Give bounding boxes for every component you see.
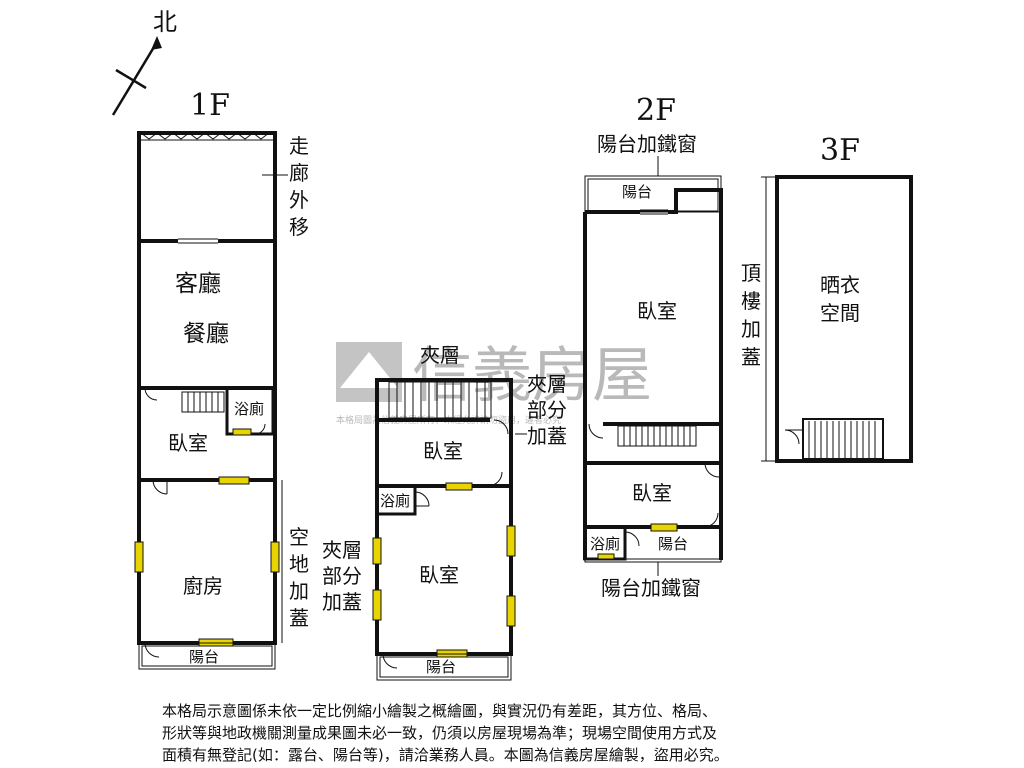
- window-mezz-mid: [445, 482, 473, 491]
- note-mezz-right-3: 加蓋: [527, 424, 567, 448]
- note-mezz-left-2: 部分: [322, 564, 362, 588]
- watermark-brand: 信義房屋: [412, 341, 652, 411]
- stairs-1f: [181, 391, 225, 413]
- floor-2f: 2F 陽台加鐵窗 陽台 臥室: [583, 93, 723, 600]
- window-1f-bath: [232, 428, 252, 436]
- room-bath-2f: 浴廁: [590, 535, 620, 553]
- note-3f-2: 樓: [741, 289, 761, 313]
- north-label: 北: [153, 8, 177, 36]
- watermark: 信義房屋 本格局圖為信義房屋所有，未經允許請勿盜用，違者必究: [336, 341, 652, 426]
- room-balcony-mezz: 陽台: [426, 658, 456, 676]
- window-mezz-left-2: [372, 589, 382, 621]
- note-3f-4: 蓋: [741, 345, 761, 369]
- room-bath-mezz: 浴廁: [380, 492, 410, 510]
- north-compass: 北: [111, 8, 177, 116]
- floor-1f: 1F 走 廊 外 移 客廳 餐廳 浴: [134, 88, 309, 670]
- stairs-3f: [802, 418, 884, 460]
- floor-label-1f: 1F: [190, 88, 230, 123]
- note-vacant-3: 加: [289, 579, 309, 603]
- floor-label-3f: 3F: [820, 133, 860, 168]
- note-vacant-4: 蓋: [289, 606, 309, 630]
- room-bath-1f: 浴廁: [234, 400, 264, 418]
- disclaimer: 本格局示意圖係未依一定比例縮小繪製之概繪圖，與實況仍有差距，其方位、格局、 形狀…: [162, 700, 862, 766]
- note-mezz-right-2: 部分: [527, 398, 567, 422]
- room-kitchen: 廚房: [183, 574, 223, 598]
- stairs-mezzanine: [388, 381, 492, 419]
- note-mezz-left-1: 夾層: [322, 538, 362, 562]
- floor-label-2f: 2F: [636, 93, 676, 128]
- note-vacant-2: 地: [289, 552, 309, 576]
- window-1f-kitchen-right: [270, 541, 280, 573]
- note-2f-top: 陽台加鐵窗: [597, 132, 697, 156]
- room-bedroom-2f-small: 臥室: [632, 481, 672, 505]
- note-2f-bottom: 陽台加鐵窗: [601, 576, 701, 600]
- stairs-2f: [617, 425, 697, 447]
- room-bedroom-2f-main: 臥室: [637, 299, 677, 323]
- note-3f-1: 頂: [741, 261, 761, 285]
- window-2f-bath: [597, 553, 615, 561]
- room-bedroom-mezz-top: 臥室: [423, 439, 463, 463]
- disclaimer-line-2: 形狀等與地政機關測量成果圖未必一致，仍須以房屋現場為準；現場空間使用方式及: [162, 724, 718, 742]
- window-mezz-right-2: [506, 595, 516, 627]
- disclaimer-line-1: 本格局示意圖係未依一定比例縮小繪製之概繪圖，與實況仍有差距，其方位、格局、: [162, 702, 718, 720]
- room-dining: 餐廳: [183, 321, 229, 347]
- room-bedroom-1f: 臥室: [168, 431, 208, 455]
- window-mezz-left-1: [372, 537, 382, 565]
- room-balcony-2f-top: 陽台: [622, 183, 652, 201]
- window-1f-bedroom: [218, 476, 250, 485]
- note-corridor-2: 廊: [289, 161, 309, 185]
- note-mezz-left-3: 加蓋: [322, 590, 362, 614]
- room-living: 客廳: [175, 271, 221, 297]
- room-balcony-2f-bottom: 陽台: [658, 535, 688, 553]
- floor-mezzanine: 夾層 臥室 浴廁: [322, 343, 567, 681]
- window-1f-kitchen-left: [134, 541, 144, 573]
- note-mezz-right-1: 夾層: [527, 372, 567, 396]
- note-corridor-1: 走: [289, 134, 309, 158]
- note-vacant-1: 空: [289, 525, 309, 549]
- room-drying-2: 空間: [820, 301, 860, 325]
- room-bedroom-mezz-main: 臥室: [419, 563, 459, 587]
- note-corridor-3: 外: [289, 188, 309, 212]
- floor-label-mezzanine: 夾層: [420, 343, 460, 367]
- floor-3f: 3F 晒衣 空間 頂 樓 加 蓋: [741, 133, 913, 463]
- window-2f-bedroom: [650, 523, 678, 532]
- note-3f-3: 加: [741, 317, 761, 341]
- disclaimer-line-3: 面積有無登記(如：露台、陽台等)，請洽業務人員。本圖為信義房屋繪製，盜用必究。: [162, 746, 729, 764]
- room-balcony-1f: 陽台: [189, 648, 219, 666]
- room-drying-1: 晒衣: [820, 273, 860, 297]
- window-mezz-right-1: [506, 525, 516, 557]
- note-corridor-4: 移: [289, 215, 309, 239]
